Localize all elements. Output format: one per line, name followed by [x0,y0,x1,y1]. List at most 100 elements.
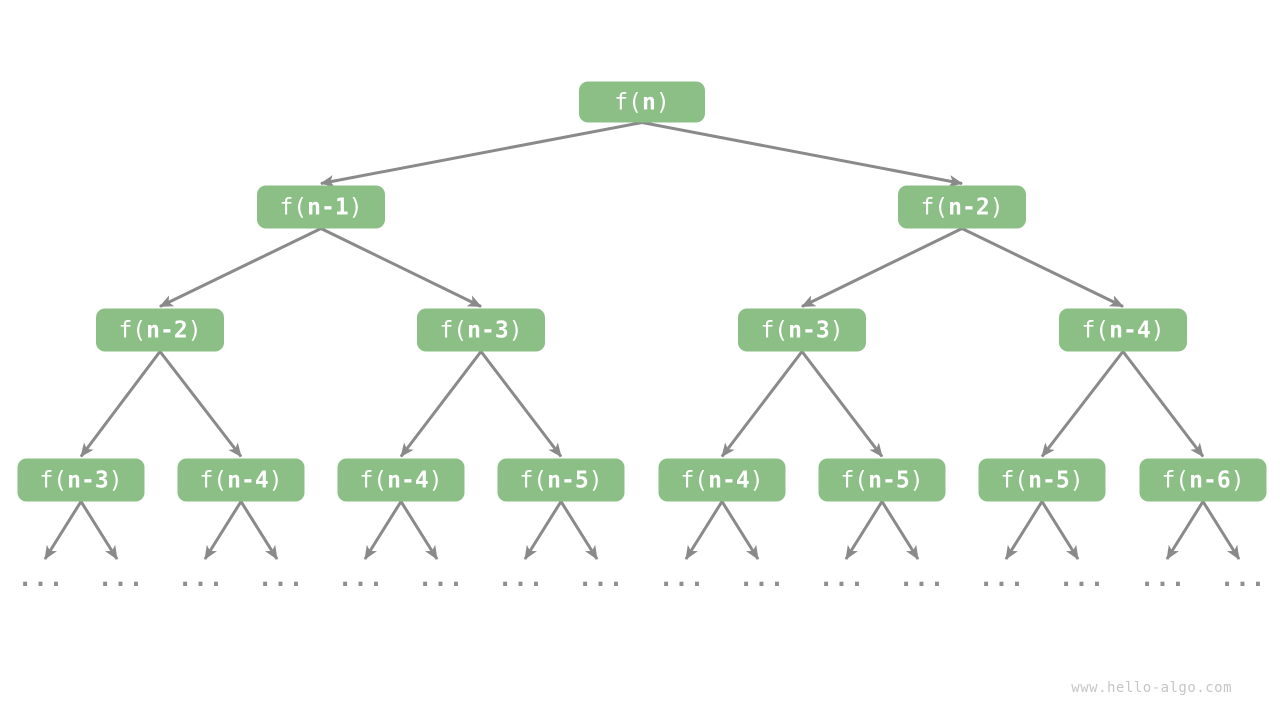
node-label-argument: n [641,89,656,115]
edge-group [43,121,1241,560]
edge-arrow [720,500,760,560]
node-label-suffix: ) [588,467,603,493]
tree-node-level3-11: f(n-4) [658,458,786,502]
node-label-suffix: ) [428,467,443,493]
node-label-suffix: ) [1150,317,1165,343]
node-label-suffix: ) [655,89,670,115]
node-label-argument: n-3 [467,317,509,343]
edge-arrow [479,350,563,458]
tree-node-level0-0: f(n) [579,81,705,123]
node-label-suffix: ) [268,467,283,493]
node-label-prefix: f( [279,194,308,220]
node-label-argument: n-2 [146,317,188,343]
ellipsis-leaf: ... [417,564,465,592]
node-label-argument: n-4 [1109,317,1151,343]
node-label-prefix: f( [920,194,949,220]
tree-node-level2-6: f(n-4) [1059,308,1187,352]
ellipsis-leaf: ... [818,564,866,592]
edge-arrow [399,350,483,458]
node-label-argument: n-5 [547,467,589,493]
node-label-argument: n-5 [1028,467,1070,493]
node-label-prefix: f( [680,467,709,493]
ellipsis-leaf: ... [978,564,1026,592]
tree-node-level3-12: f(n-5) [818,458,946,502]
tree-node-level1-1: f(n-1) [257,185,385,229]
node-label-suffix: ) [508,317,523,343]
node-label-prefix: f( [1081,317,1110,343]
edge-arrow [43,500,83,560]
node-label-prefix: f( [760,317,789,343]
edge-arrow [320,121,643,187]
node-label-argument: n-3 [788,317,830,343]
ellipsis-leaf: ... [898,564,946,592]
node-label-argument: n-4 [387,467,429,493]
edge-arrow [203,500,243,560]
edge-arrow [1201,500,1241,560]
ellipsis-leaf: ... [97,564,145,592]
tree-node-level3-9: f(n-4) [337,458,465,502]
node-label-prefix: f( [439,317,468,343]
node-label-prefix: f( [199,467,228,493]
tree-node-level3-14: f(n-6) [1139,458,1267,502]
ellipsis-leaf: ... [337,564,385,592]
node-label-argument: n-1 [307,194,349,220]
node-label-prefix: f( [840,467,869,493]
edge-arrow [79,350,162,458]
node-label-suffix: ) [909,467,924,493]
node-label-suffix: ) [829,317,844,343]
tree-node-level3-10: f(n-5) [497,458,625,502]
tree-node-level1-2: f(n-2) [898,185,1026,229]
node-label-prefix: f( [1161,467,1190,493]
node-label-suffix: ) [1230,467,1245,493]
ellipsis-leaf: ... [257,564,305,592]
edge-arrow [1165,500,1205,560]
ellipsis-leaf: ... [17,564,65,592]
node-label-prefix: f( [359,467,388,493]
node-label-argument: n-2 [948,194,990,220]
node-label-suffix: ) [989,194,1004,220]
watermark: www.hello-algo.com [1071,680,1232,696]
edge-arrow [880,500,920,560]
edge-arrow [399,500,439,560]
node-label-suffix: ) [749,467,764,493]
tree-node-level3-7: f(n-3) [17,458,145,502]
edge-arrow [158,350,243,458]
node-label-argument: n-4 [227,467,269,493]
edge-arrow [1040,500,1080,560]
edge-arrow [79,500,119,560]
tree-node-level2-4: f(n-3) [417,308,545,352]
ellipsis-leaf: ... [1139,564,1187,592]
edge-arrow [320,227,482,308]
edge-arrow [800,350,884,458]
node-label-argument: n-4 [708,467,750,493]
edge-arrow [523,500,563,560]
ellipsis-leaf: ... [577,564,625,592]
edge-arrow [159,227,322,308]
node-label-argument: n-5 [868,467,910,493]
node-label-prefix: f( [39,467,68,493]
edge-arrow [801,227,963,308]
node-label-prefix: f( [1000,467,1029,493]
ellipsis-leaf: ... [1219,564,1267,592]
node-label-argument: n-6 [1189,467,1231,493]
tree-node-level3-13: f(n-5) [978,458,1106,502]
node-label-suffix: ) [348,194,363,220]
edge-arrow [641,121,963,187]
node-label-prefix: f( [519,467,548,493]
ellipsis-leaf: ... [658,564,706,592]
node-label-suffix: ) [108,467,123,493]
ellipsis-leaf: ... [738,564,786,592]
ellipsis-leaf: ... [497,564,545,592]
edge-arrow [1004,500,1044,560]
edge-arrow [1121,350,1205,458]
edge-arrow [720,350,804,458]
tree-node-level3-8: f(n-4) [177,458,305,502]
tree-node-level2-5: f(n-3) [738,308,866,352]
node-label-suffix: ) [187,317,202,343]
node-label-prefix: f( [118,317,147,343]
edge-arrow [684,500,724,560]
node-label-argument: n-3 [67,467,109,493]
edge-arrow [363,500,403,560]
